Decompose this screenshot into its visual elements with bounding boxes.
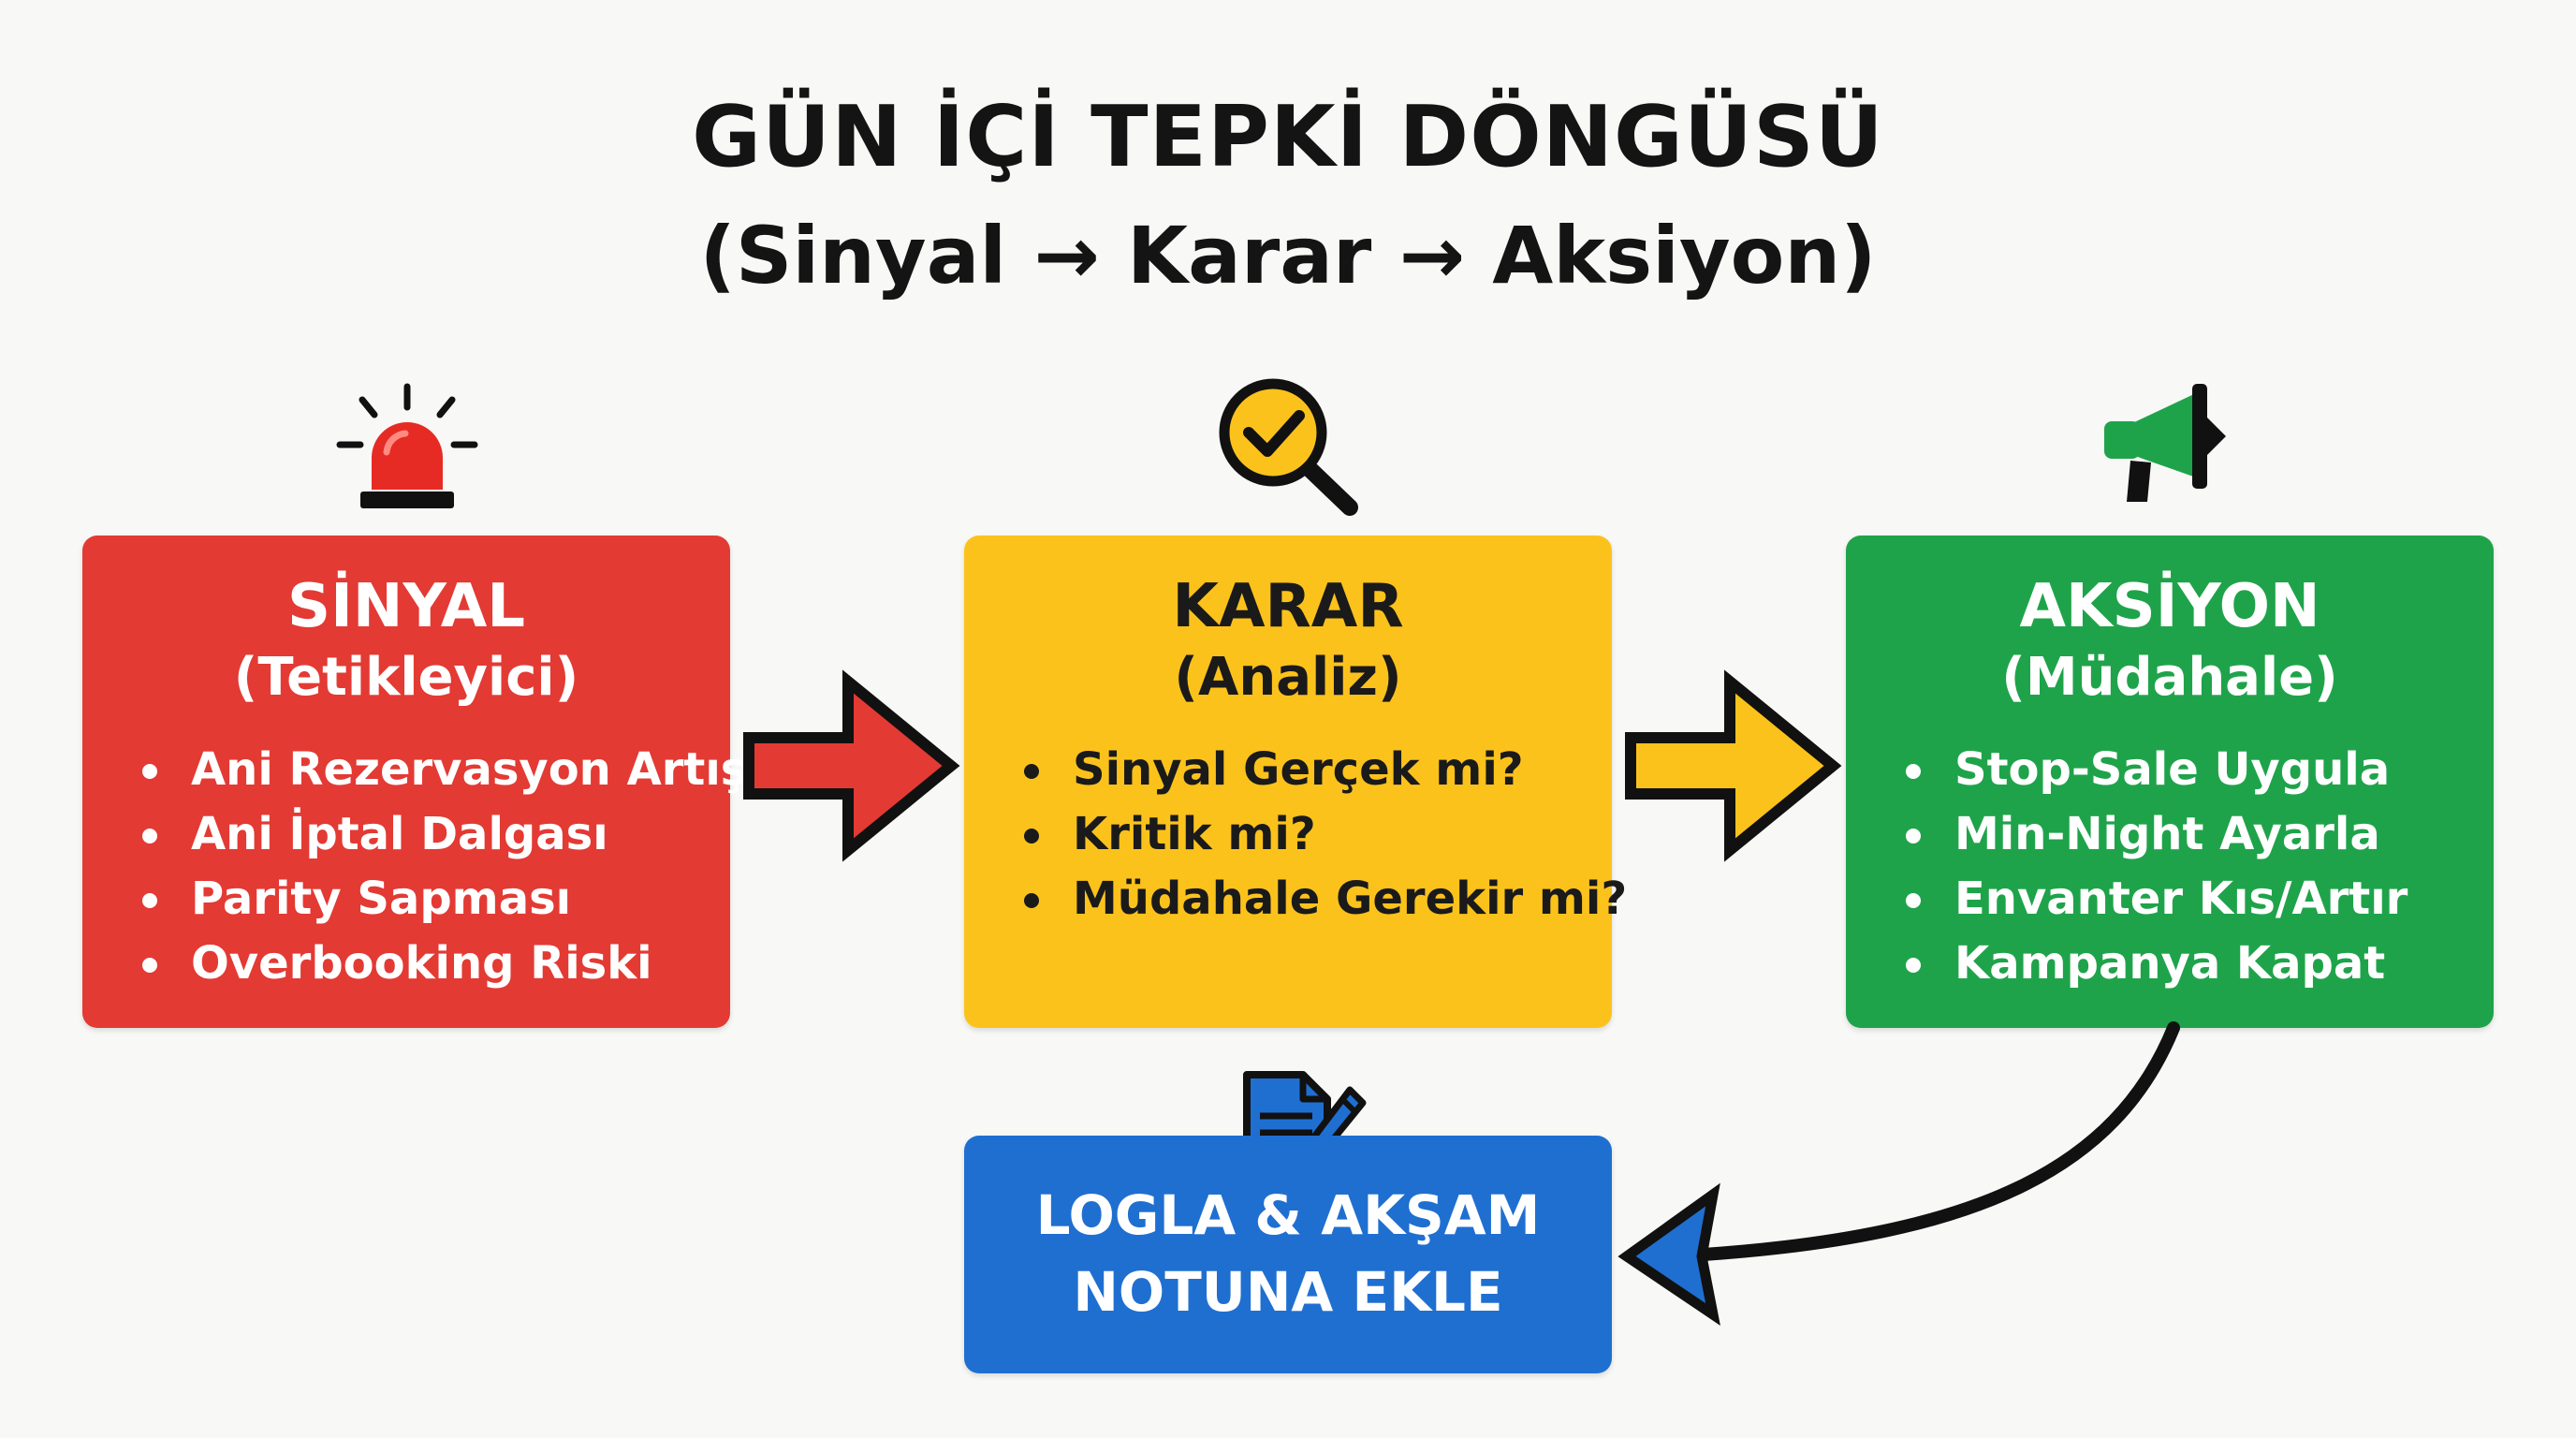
decision-box: KARAR (Analiz) Sinyal Gerçek mi? Kritik … — [964, 536, 1627, 1028]
list-item: Müdahale Gerekir mi? — [1018, 867, 1627, 932]
list-item: Parity Sapması — [137, 867, 763, 932]
action-heading: AKSİYON — [2019, 572, 2320, 641]
action-box: AKSİYON (Müdahale) Stop-Sale Uygula Min-… — [1846, 536, 2494, 1028]
megaphone-icon — [2104, 384, 2226, 502]
signal-heading: SİNYAL — [287, 572, 525, 641]
magnifier-check-icon — [1219, 378, 1358, 516]
decision-list: Sinyal Gerçek mi? Kritik mi? Müdahale Ge… — [1018, 738, 1627, 932]
signal-box: SİNYAL (Tetikleyici) Ani Rezervasyon Art… — [82, 536, 763, 1028]
list-item: Ani İptal Dalgası — [137, 802, 763, 867]
decision-subheading: (Analiz) — [1174, 647, 1402, 708]
diagram-subtitle: (Sinyal → Karar → Aksiyon) — [699, 210, 1877, 301]
log-line-2: NOTUNA EKLE — [1073, 1260, 1503, 1324]
arrow-action-to-log-curve — [1697, 1021, 2180, 1261]
arrow-decision-to-action — [1625, 669, 1842, 862]
list-item: Ani Rezervasyon Artışı — [137, 738, 763, 802]
action-list: Stop-Sale Uygula Min-Night Ayarla Envant… — [1900, 738, 2408, 996]
decision-heading: KARAR — [1172, 572, 1404, 641]
list-item: Stop-Sale Uygula — [1900, 738, 2408, 802]
list-item: Kampanya Kapat — [1900, 932, 2408, 996]
diagram-title: GÜN İÇİ TEPKİ DÖNGÜSÜ — [692, 88, 1884, 186]
arrow-action-to-log-head — [1617, 1182, 1720, 1326]
list-item: Min-Night Ayarla — [1900, 802, 2408, 867]
list-item: Overbooking Riski — [137, 932, 763, 996]
siren-icon — [336, 383, 478, 508]
signal-subheading: (Tetikleyici) — [233, 647, 579, 708]
list-item: Sinyal Gerçek mi? — [1018, 738, 1627, 802]
list-item: Kritik mi? — [1018, 802, 1627, 867]
signal-list: Ani Rezervasyon Artışı Ani İptal Dalgası… — [137, 738, 763, 996]
log-box: LOGLA & AKŞAM NOTUNA EKLE — [964, 1136, 1612, 1373]
list-item: Envanter Kıs/Artır — [1900, 867, 2408, 932]
arrow-signal-to-decision — [743, 669, 960, 862]
action-subheading: (Müdahale) — [2001, 647, 2338, 708]
log-line-1: LOGLA & AKŞAM — [1035, 1183, 1541, 1247]
